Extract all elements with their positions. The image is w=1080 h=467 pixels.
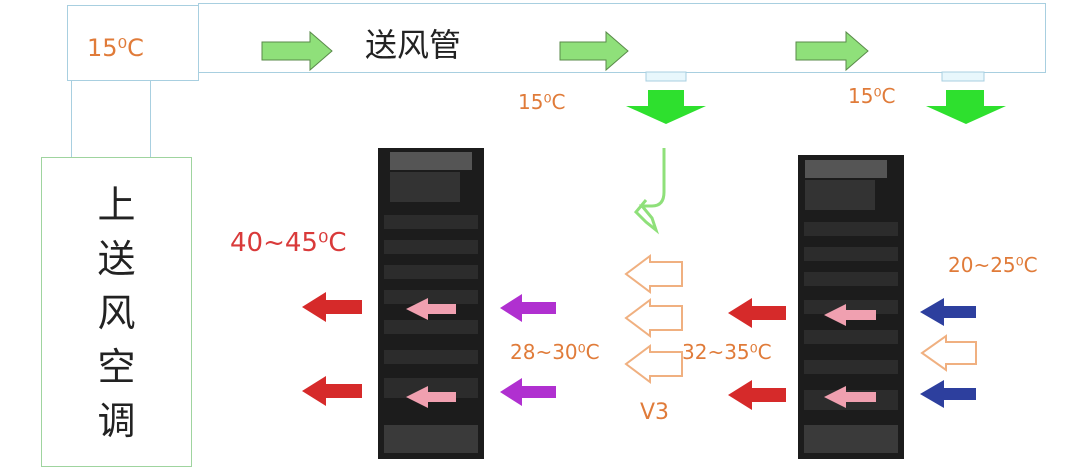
duct-label: 送风管 xyxy=(365,26,462,64)
pink-arrow-left-2 xyxy=(406,386,456,408)
outlet-arrow-2 xyxy=(926,90,1006,124)
duct-vent-2 xyxy=(941,71,985,82)
duct-vent-1 xyxy=(645,71,687,82)
mid-cold-temp: 28~30⁰C xyxy=(510,340,600,364)
red-arrow-right-2 xyxy=(728,380,786,410)
purple-arrow-1 xyxy=(500,294,556,322)
server-rack-left xyxy=(378,148,484,459)
duct-arrow-2 xyxy=(559,30,629,72)
ac-unit-char-5: 调 xyxy=(97,399,136,443)
curved-flow-arrow xyxy=(633,148,666,235)
pink-arrow-right-2 xyxy=(824,386,876,408)
hot-exhaust-temp: 40~45⁰C xyxy=(230,228,347,258)
hollow-arrow-1 xyxy=(624,254,683,294)
hollow-arrow-3 xyxy=(624,344,683,384)
pink-arrow-left-1 xyxy=(406,298,456,320)
outlet-arrow-1 xyxy=(626,90,706,124)
ac-connector xyxy=(71,80,151,158)
supply-duct xyxy=(198,3,1046,73)
outlet2-temp: 15⁰C xyxy=(848,84,896,108)
hollow-arrow-2 xyxy=(624,298,683,338)
vent-tag: V3 xyxy=(640,400,670,425)
server-rack-right xyxy=(798,155,904,459)
pink-arrow-right-1 xyxy=(824,304,876,326)
red-arrow-left-2 xyxy=(302,376,362,406)
outlet1-temp: 15⁰C xyxy=(518,90,566,114)
hollow-arrow-right xyxy=(920,334,977,372)
ac-temp: 15⁰C xyxy=(87,34,144,62)
duct-arrow-1 xyxy=(261,30,333,72)
red-arrow-left-1 xyxy=(302,292,362,322)
ac-unit-char-3: 风 xyxy=(97,291,136,335)
ac-unit-char-1: 上 xyxy=(97,183,136,227)
ac-unit-char-4: 空 xyxy=(97,345,136,389)
blue-arrow-2 xyxy=(920,380,976,408)
ac-unit-char-2: 送 xyxy=(97,237,136,281)
purple-arrow-2 xyxy=(500,378,556,406)
blue-arrow-1 xyxy=(920,298,976,326)
red-arrow-right-1 xyxy=(728,298,786,328)
duct-arrow-3 xyxy=(795,30,869,72)
mid-warm-temp: 32~35⁰C xyxy=(682,340,772,364)
right-intake-temp: 20~25⁰C xyxy=(948,253,1038,277)
